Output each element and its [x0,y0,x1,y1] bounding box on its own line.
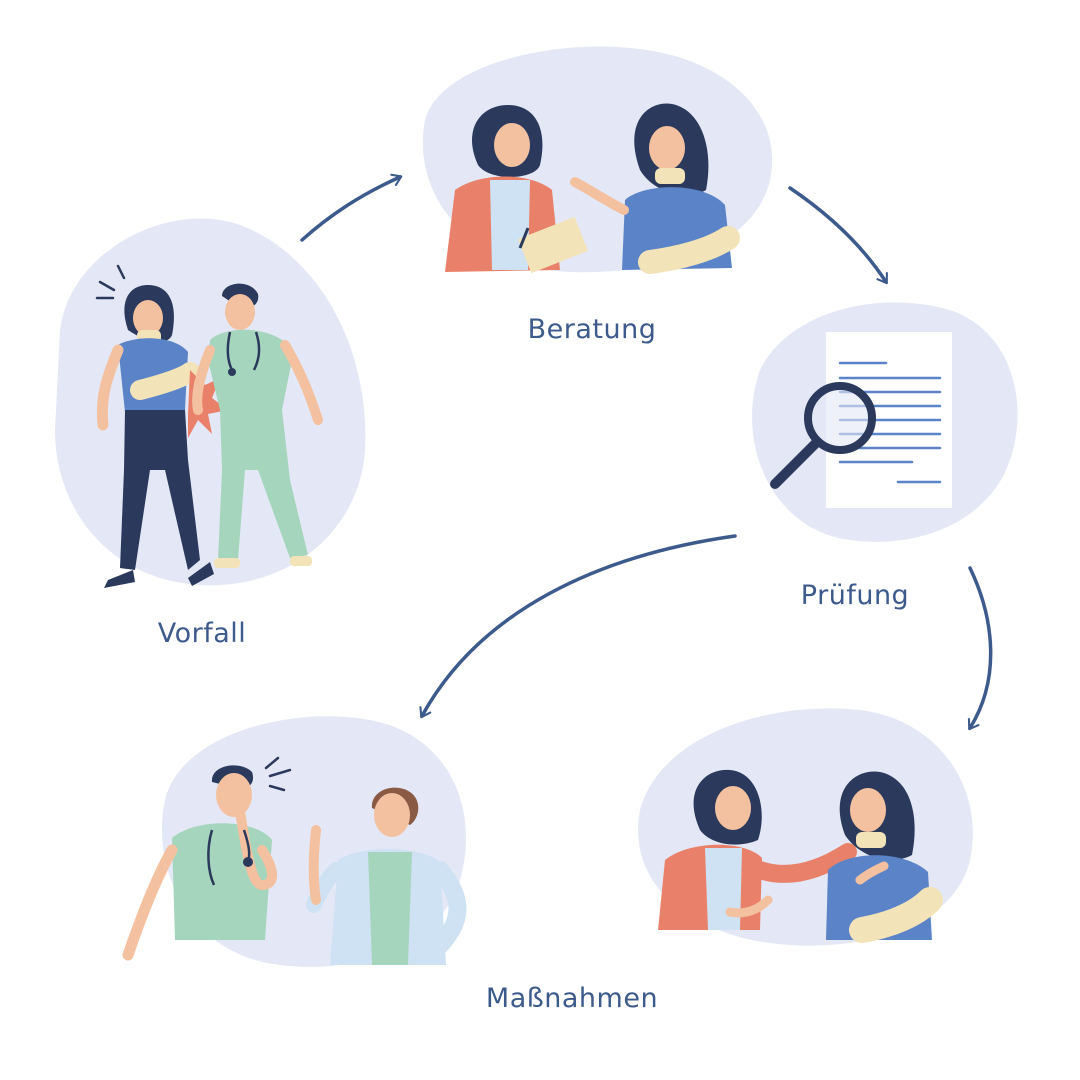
loesung-illustration [658,769,943,943]
doctor-woman [306,787,467,965]
nurse-man [192,283,323,568]
patient-woman [570,103,740,274]
shock-lines-icon [95,264,126,300]
injured-woman [96,285,214,588]
label-massnahmen: Maßnahmen [485,983,659,1014]
vorfall-illustration [95,264,323,588]
arrow-vorfall-to-beratung [300,173,403,242]
nurse-man-worried [122,765,278,961]
magnifier-icon [770,382,876,489]
label-beratung: Beratung [527,314,657,345]
massnahmen-illustration [122,756,467,965]
arrow-beratung-to-pruefung [788,186,888,285]
supporting-woman [658,769,857,930]
label-pruefung: Prüfung [800,580,910,611]
label-vorfall: Vorfall [157,618,247,649]
beratung-illustration [445,103,740,274]
consoled-woman [826,771,943,943]
arrow-pruefung-to-loesung [967,566,993,731]
counselor-woman [445,105,588,274]
pruefung-illustration [770,332,952,508]
surprise-lines-icon [264,756,292,792]
arrow-pruefung-to-massnahmen [419,534,737,719]
